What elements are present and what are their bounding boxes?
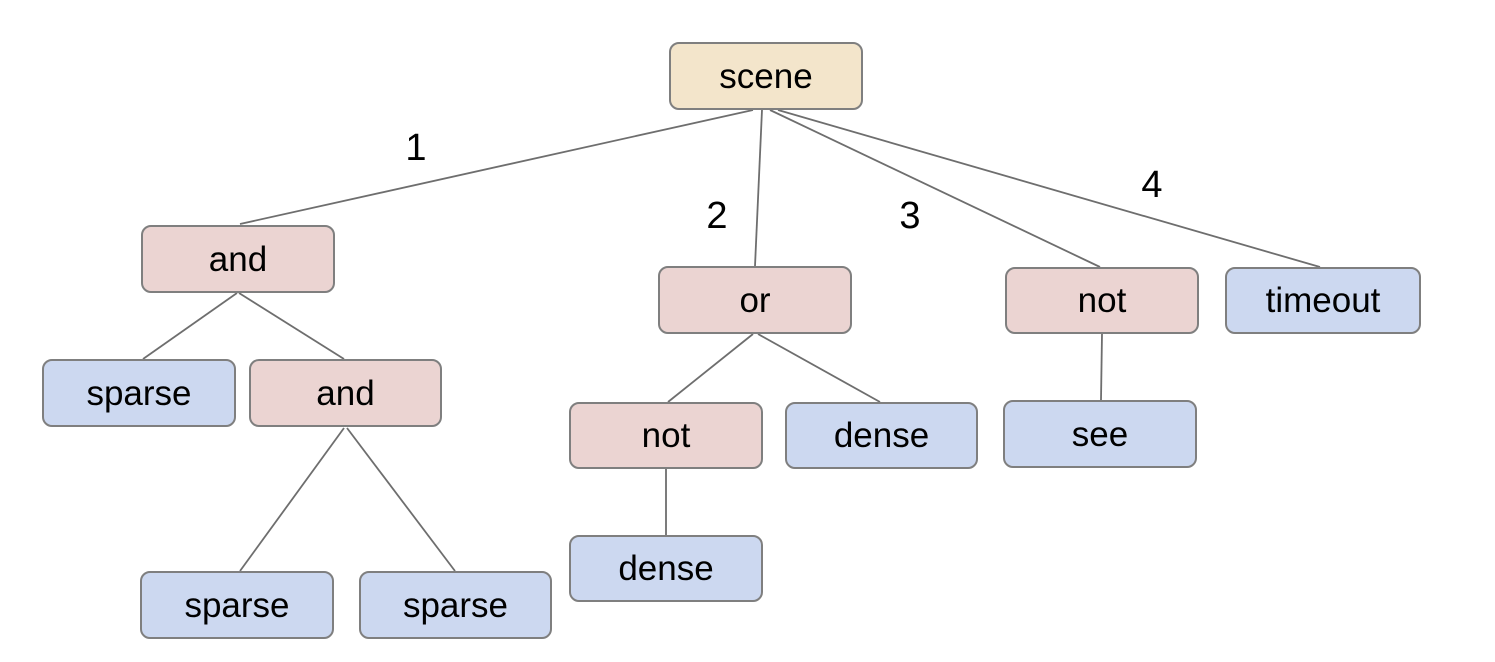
edge-or-dense <box>757 333 881 403</box>
node-sparse-2-label: sparse <box>184 585 290 625</box>
node-dense-2: dense <box>569 535 763 602</box>
edge-not-see <box>1100 333 1103 401</box>
node-sparse-1: sparse <box>42 359 236 427</box>
edge-scene-timeout <box>777 109 1321 268</box>
node-and-2-label: and <box>316 373 375 413</box>
edge-or-not <box>667 333 754 403</box>
node-scene-label: scene <box>719 56 813 96</box>
node-timeout: timeout <box>1225 267 1421 334</box>
node-not-1-label: not <box>1077 281 1127 320</box>
node-sparse-2: sparse <box>140 571 334 639</box>
node-and-1-label: and <box>208 239 268 279</box>
node-not-1: not <box>1005 267 1199 334</box>
node-see: see <box>1003 400 1197 468</box>
edge-label-3: 3 <box>899 195 921 237</box>
edge-scene-or <box>754 109 763 267</box>
node-sparse-3: sparse <box>359 571 552 639</box>
node-timeout-label: timeout <box>1265 281 1381 320</box>
node-not-2: not <box>569 402 763 469</box>
edge-and-sparse <box>142 292 238 360</box>
node-dense-1: dense <box>785 402 978 469</box>
edge-label-2: 2 <box>706 195 728 237</box>
node-dense-1-label: dense <box>833 416 930 455</box>
node-dense-2-label: dense <box>618 549 714 588</box>
node-sparse-1-label: sparse <box>86 373 192 413</box>
edge-scene-not <box>769 109 1101 268</box>
edge-label-4: 4 <box>1141 164 1163 206</box>
node-and-2: and <box>249 359 442 427</box>
edge-and2-sparse3 <box>346 427 456 572</box>
node-and-1: and <box>141 225 335 293</box>
edge-and-and <box>238 292 345 360</box>
node-scene: scene <box>669 42 863 110</box>
node-or-label: or <box>739 280 771 320</box>
edge-label-1: 1 <box>405 127 427 169</box>
edge-scene-and <box>239 109 754 225</box>
node-see-label: see <box>1071 414 1129 454</box>
node-sparse-3-label: sparse <box>402 585 509 625</box>
node-not-2-label: not <box>641 416 691 455</box>
edge-and2-sparse2 <box>239 427 345 572</box>
node-or: or <box>658 266 852 334</box>
